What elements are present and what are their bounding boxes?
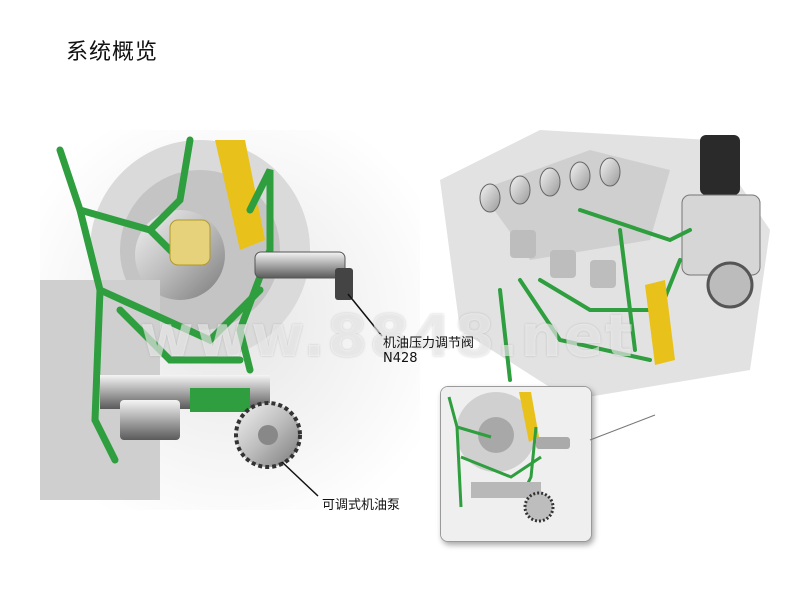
inset-pump-illustration	[441, 387, 591, 541]
inset-detail-thumbnail	[440, 386, 592, 542]
callout-oil-pressure-valve: 机油压力调节阀 N428	[383, 336, 474, 366]
callout-valve-name: 机油压力调节阀	[383, 336, 475, 351]
page-title: 系统概览	[66, 40, 159, 65]
watermark-text: www.8848.net	[140, 302, 635, 370]
callout-valve-code: N428	[383, 351, 418, 366]
oil-pump-cutaway-illustration	[40, 130, 420, 510]
callout-variable-oil-pump: 可调式机油泵	[322, 498, 401, 513]
engine-overview-illustration	[420, 110, 790, 410]
